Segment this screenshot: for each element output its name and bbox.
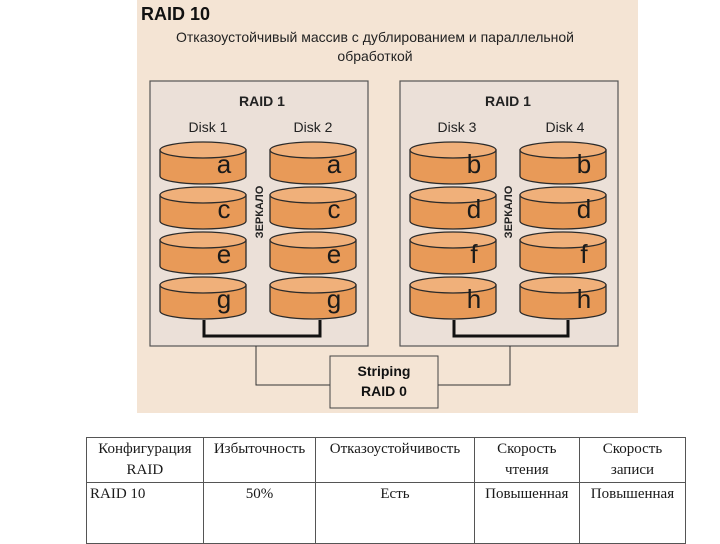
striping-label: Striping (358, 363, 411, 379)
block-label: d (467, 194, 481, 224)
disk-block (159, 149, 247, 185)
raid1-label-right: RAID 1 (485, 93, 531, 109)
disk-block (269, 284, 357, 320)
block-label: c (218, 194, 231, 224)
disk-block (159, 194, 247, 230)
disk-block (519, 239, 607, 275)
disk-block (159, 239, 247, 275)
disk-block-top (519, 141, 607, 159)
disk-block-top (519, 186, 607, 204)
diagram-subtitle-line2: обработкой (337, 48, 412, 64)
disk-block-top (159, 231, 247, 249)
disk-block (409, 239, 497, 275)
mirror-label-right: ЗЕРКАЛО (503, 185, 515, 238)
table-row: RAID 10 50% Есть Повышенная Повышенная (86, 482, 687, 544)
header-fault-tolerance: Отказоустойчивость (315, 437, 475, 483)
disk-block-top (269, 186, 357, 204)
disk-block (519, 149, 607, 185)
raid1-bracket-right (452, 320, 570, 338)
block-label: g (217, 284, 231, 314)
disk-block-top (409, 231, 497, 249)
disk-block-top (159, 141, 247, 159)
cell-write-speed: Повышенная (578, 482, 687, 544)
block-label: d (577, 194, 591, 224)
cell-configuration: RAID 10 (86, 482, 204, 544)
block-label: h (577, 284, 591, 314)
striping-connector-right (438, 346, 511, 386)
block-label: f (580, 239, 588, 269)
disk-block (519, 284, 607, 320)
striping-connector-left (255, 346, 330, 386)
disk-block-top (159, 186, 247, 204)
disk-label-4: Disk 4 (546, 119, 585, 135)
block-label: b (467, 149, 481, 179)
disk-block (409, 194, 497, 230)
disk-block-top (409, 186, 497, 204)
disk-block (269, 149, 357, 185)
raid1-label-left: RAID 1 (239, 93, 285, 109)
disk-block (269, 239, 357, 275)
cell-read-speed: Повышенная (473, 482, 580, 544)
disk-block (409, 284, 497, 320)
striping-box (329, 355, 439, 409)
disk-label-2: Disk 2 (294, 119, 333, 135)
disk-block-top (159, 276, 247, 294)
disk-block (159, 284, 247, 320)
raid0-label: RAID 0 (361, 383, 407, 399)
disk-block (519, 194, 607, 230)
raid10-diagram: RAID 10 Отказоустойчивый массив с дублир… (137, 0, 638, 413)
disk-block (269, 194, 357, 230)
disk-block (409, 149, 497, 185)
mirror-label-left: ЗЕРКАЛО (254, 185, 266, 238)
raid1-bracket-left (202, 320, 322, 338)
header-redundancy: Избыточность (202, 437, 317, 483)
block-label: f (470, 239, 478, 269)
block-label: h (467, 284, 481, 314)
diagram-title: RAID 10 (141, 4, 210, 24)
disk-block-top (269, 231, 357, 249)
disk-block-top (269, 141, 357, 159)
block-label: c (328, 194, 341, 224)
block-label: a (327, 149, 342, 179)
block-label: e (327, 239, 341, 269)
disk-label-3: Disk 3 (438, 119, 477, 135)
block-label: g (327, 284, 341, 314)
disk-block-top (409, 276, 497, 294)
disk-block-top (269, 276, 357, 294)
block-label: a (217, 149, 232, 179)
disk-block-top (409, 141, 497, 159)
block-label: e (217, 239, 231, 269)
disk-block-top (519, 276, 607, 294)
block-label: b (577, 149, 591, 179)
cell-redundancy: 50% (202, 482, 317, 544)
diagram-subtitle-line1: Отказоустойчивый массив с дублированием … (176, 29, 574, 45)
disk-block-top (519, 231, 607, 249)
cell-fault-tolerance: Есть (315, 482, 475, 544)
disk-label-1: Disk 1 (189, 119, 228, 135)
